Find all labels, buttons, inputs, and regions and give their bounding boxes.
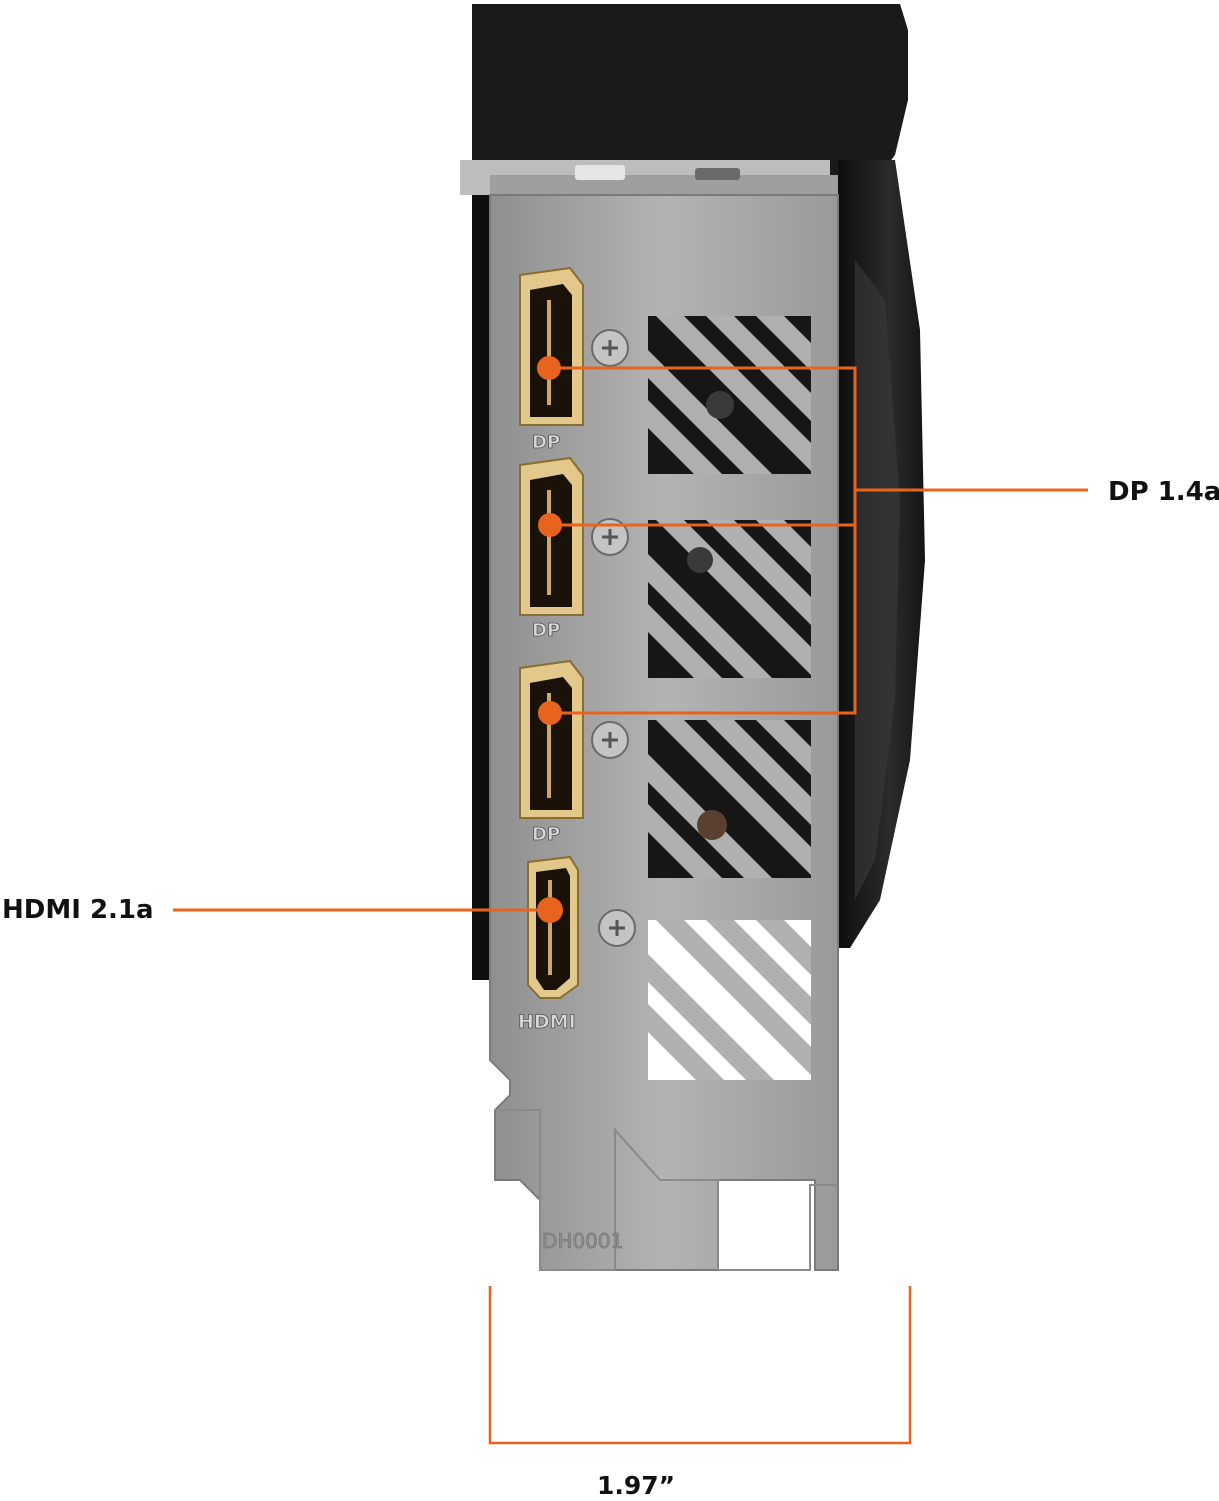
vent-grille-1 (648, 316, 811, 474)
card-shroud (472, 4, 925, 980)
hdmi-callout-line (173, 897, 563, 923)
dp-marker-2 (538, 513, 562, 537)
dp-port-label-3: DP (532, 824, 560, 845)
vent-grille-3 (648, 720, 811, 878)
screw-1 (591, 329, 629, 367)
bracket-stamp: DH0001 (542, 1229, 623, 1253)
screw-4 (598, 909, 636, 947)
dp-marker-1 (537, 356, 561, 380)
bracket-tab-left (495, 1109, 838, 1271)
dp-callout-label: DP 1.4a (1108, 477, 1219, 507)
screw-2 (591, 518, 629, 556)
hdmi-callout-label: HDMI 2.1a (2, 895, 154, 925)
displayport-1: DP (519, 266, 584, 453)
hdmi-port-label: HDMI (518, 1011, 576, 1033)
dp-port-label-1: DP (532, 432, 560, 453)
dp-port-label-2: DP (532, 620, 560, 641)
screw-3 (591, 721, 629, 759)
width-dimension-label: 1.97” (597, 1471, 676, 1500)
displayport-2: DP (519, 456, 584, 641)
displayport-3: DP (519, 659, 584, 845)
bracket-top-tab (460, 160, 838, 200)
vent-grille-2 (648, 520, 811, 678)
vent-grille-4 (648, 920, 811, 1080)
width-dimension-line (488, 1286, 912, 1445)
dp-marker-3 (538, 701, 562, 725)
dp-callout-lines (549, 366, 1088, 715)
